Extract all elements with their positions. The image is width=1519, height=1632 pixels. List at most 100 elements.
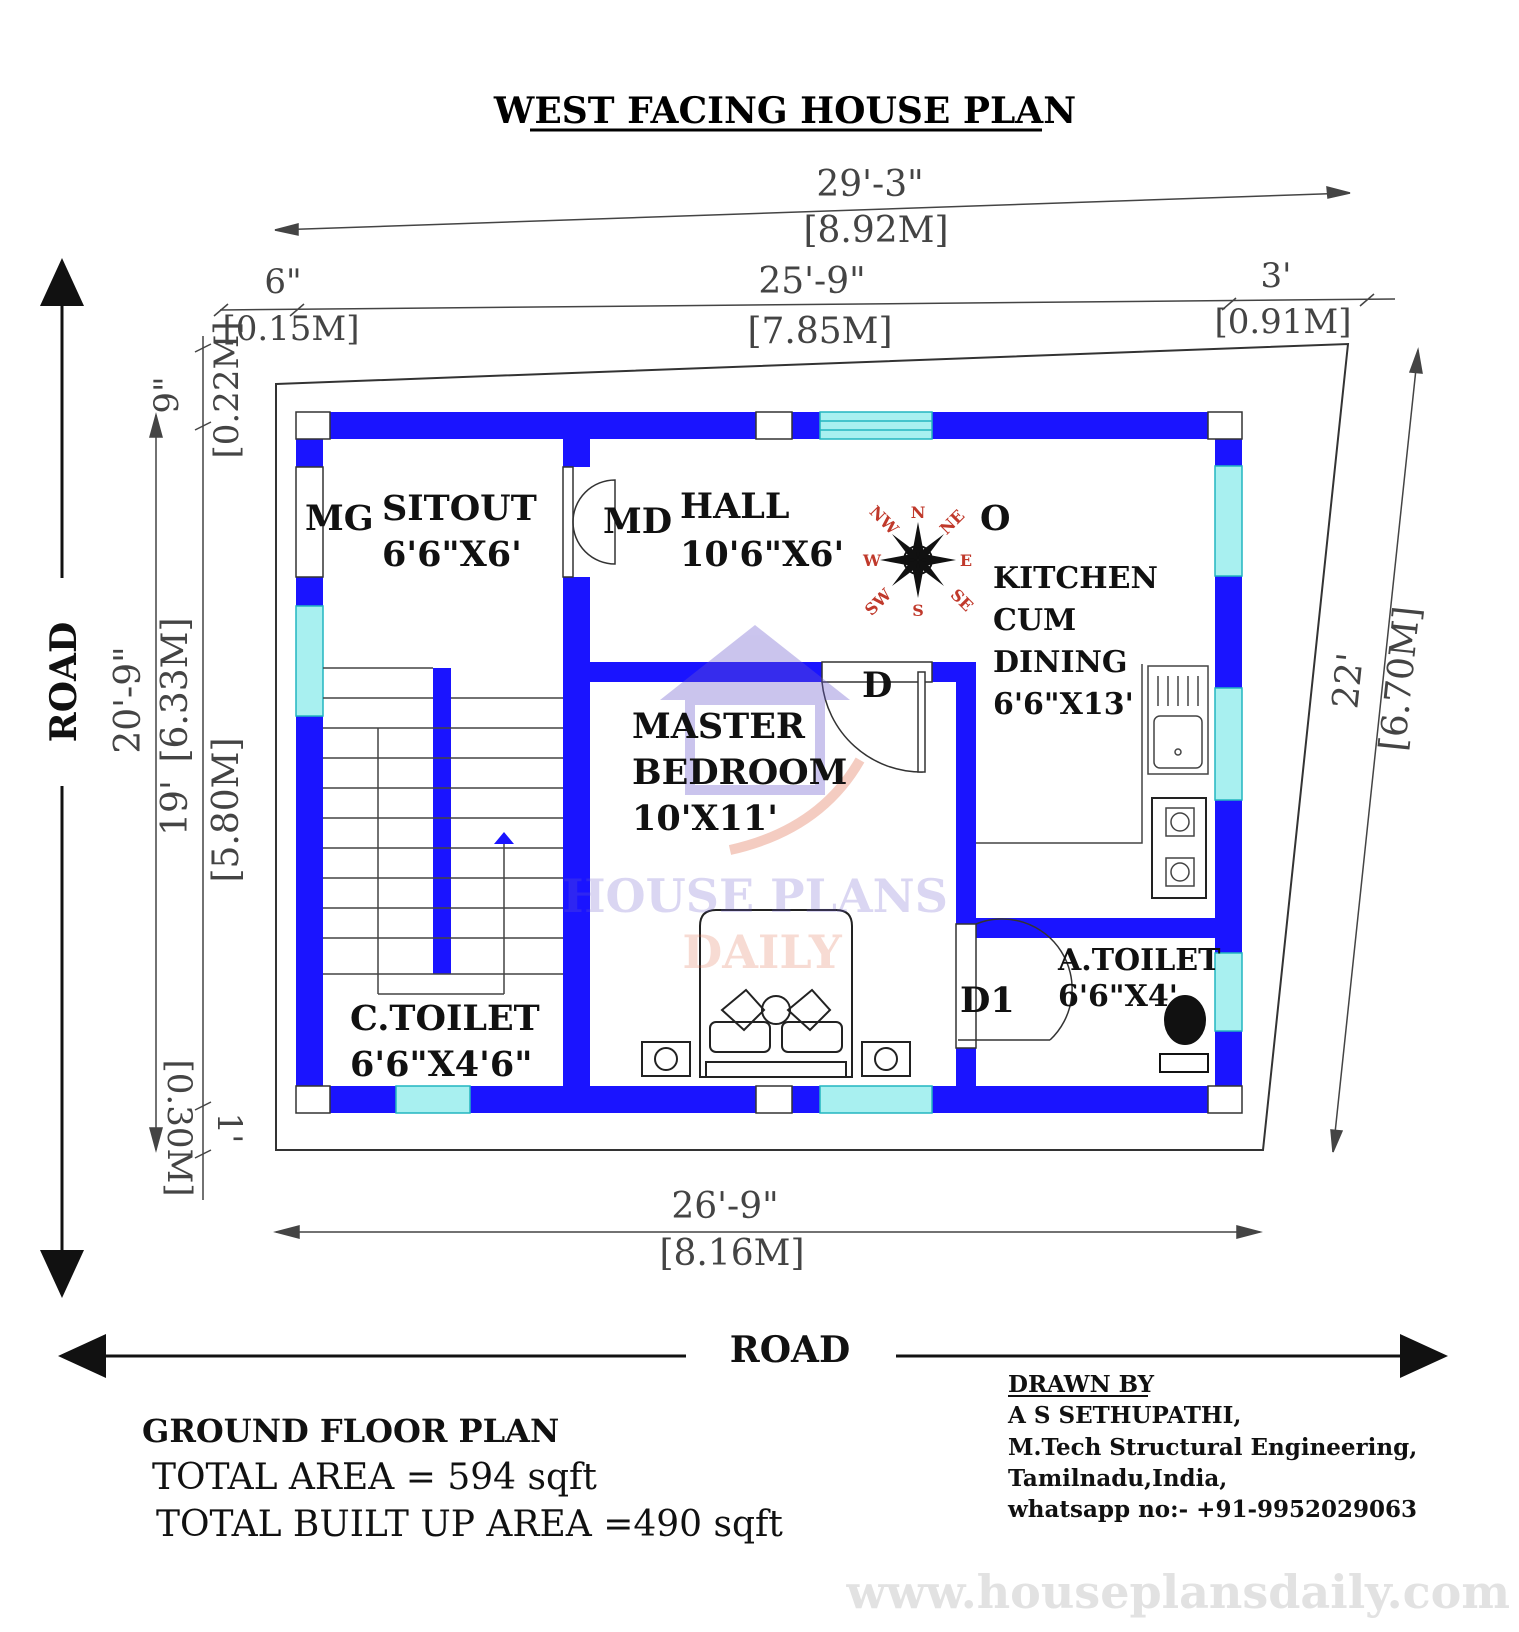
label-hall: HALL xyxy=(680,486,789,527)
total-built-up-area: TOTAL BUILT UP AREA =490 sqft xyxy=(156,1504,783,1545)
arrowhead xyxy=(149,1127,163,1153)
compass-se: SE xyxy=(947,585,977,615)
burner-ring xyxy=(1170,812,1190,832)
road-label-left: ROAD xyxy=(43,622,85,742)
label-sitout: SITOUT xyxy=(382,488,537,529)
sink-drain xyxy=(1174,748,1182,756)
burner-icon xyxy=(1165,807,1195,837)
label-master-2: BEDROOM xyxy=(632,752,847,793)
tick xyxy=(1359,293,1375,307)
burner-ring xyxy=(1170,862,1190,882)
label-d: D xyxy=(862,665,892,706)
main-gate-opening xyxy=(295,466,324,578)
dim-top-right-m: [0.91M] xyxy=(1214,302,1351,342)
window-kitchen-right-1 xyxy=(1214,465,1243,577)
door-opening xyxy=(955,923,977,1049)
stair-center-wall xyxy=(433,668,451,974)
watermark-swoosh xyxy=(728,757,865,855)
road-arrow-right-icon xyxy=(1400,1334,1448,1378)
label-md: MD xyxy=(603,501,672,542)
tick xyxy=(289,303,305,317)
road-label-bottom: ROAD xyxy=(730,1329,850,1371)
label-o: O xyxy=(980,498,1011,539)
dim-bottom: 26'-9" xyxy=(671,1186,778,1227)
compass-needle xyxy=(918,560,944,586)
dim-right-m: [6.70M] xyxy=(1373,604,1429,753)
bed-foot xyxy=(705,1061,847,1078)
dim-left-mid-m: [5.80M] xyxy=(206,737,247,882)
tick xyxy=(213,303,229,317)
website-watermark: www.houseplansdaily.com xyxy=(846,1565,1510,1619)
dim-left-overall-m: [6.33M] xyxy=(155,617,196,762)
bed-icon xyxy=(641,909,911,1078)
dimension-lines xyxy=(149,186,1423,1239)
label-hall-size: 10'6"X6' xyxy=(680,534,844,575)
post xyxy=(1207,1085,1243,1114)
bedroom-door xyxy=(821,661,933,773)
door-swing-top xyxy=(572,479,616,523)
counter-edge xyxy=(976,664,1143,844)
compass-e: E xyxy=(960,551,972,570)
window-hall-top xyxy=(819,411,933,440)
label-mg: MG xyxy=(305,498,374,539)
watermark-roof xyxy=(660,625,850,700)
dim-top-right: 3' xyxy=(1261,256,1292,296)
dim-left-bottom-m: [0.30M] xyxy=(159,1059,199,1196)
dim-top-mid: 25'-9" xyxy=(758,261,865,302)
post xyxy=(295,1085,331,1114)
bottom-road: ROAD xyxy=(58,1329,1448,1378)
tick xyxy=(194,421,212,431)
label-master-1: MASTER xyxy=(632,706,806,747)
label-master-size: 10'X11' xyxy=(632,798,778,839)
road-arrow-down-icon xyxy=(40,1250,84,1298)
arrowhead xyxy=(1330,1129,1344,1153)
door-leaf xyxy=(917,671,926,773)
dim-top-left-m: [0.15M] xyxy=(222,309,359,349)
arrowhead xyxy=(274,223,299,236)
dim-top-mid-m: [7.85M] xyxy=(747,311,892,352)
watermark-logo xyxy=(660,625,865,855)
lamp-icon xyxy=(874,1047,898,1071)
dim-overall-top: 29'-3" xyxy=(816,164,923,205)
left-road: ROAD xyxy=(40,258,85,1298)
door-swing-bottom xyxy=(572,521,616,565)
wall-sitout-hall xyxy=(563,577,590,1086)
compass-needle xyxy=(912,522,924,560)
post xyxy=(1207,411,1243,440)
sink-basin xyxy=(1153,715,1203,769)
credit-degree: M.Tech Structural Engineering, xyxy=(1008,1434,1417,1461)
compass-icon: N S E W NE NW SE SW xyxy=(861,502,977,620)
toilet-door xyxy=(955,918,1073,1049)
compass-needle xyxy=(892,534,918,560)
label-kitchen-2: CUM xyxy=(993,603,1076,638)
staircase xyxy=(323,667,563,995)
watermark-house xyxy=(685,695,825,795)
pillow-icon xyxy=(786,988,832,1032)
area-info: GROUND FLOOR PLAN TOTAL AREA = 594 sqft … xyxy=(142,1412,783,1545)
dim-left-top-m: [0.22M] xyxy=(207,321,247,458)
dim-left-bottom: 1' xyxy=(209,1113,249,1144)
label-kitchen-1: KITCHEN xyxy=(993,561,1158,596)
dim-left-top: 9" xyxy=(147,376,187,413)
compass-sw: SW xyxy=(861,584,896,619)
arrowhead xyxy=(1326,186,1351,199)
compass-nw: NW xyxy=(866,502,903,539)
compass-w: W xyxy=(862,551,882,570)
compass-ring xyxy=(903,545,933,575)
compass-s: S xyxy=(912,601,924,620)
wall-bedroom-kitchen xyxy=(956,662,976,924)
wc-bowl xyxy=(1164,995,1206,1045)
label-kitchen-size: 6'6"X13' xyxy=(993,687,1134,722)
credit-place: Tamilnadu,India, xyxy=(1008,1465,1227,1492)
tick xyxy=(1221,297,1237,311)
stair-arrow-icon xyxy=(494,832,514,844)
label-d1: D1 xyxy=(960,980,1015,1021)
road-arrow-left-icon xyxy=(58,1334,106,1378)
tick xyxy=(194,1101,212,1111)
pillow-icon xyxy=(709,1021,771,1053)
plot-boundary xyxy=(275,342,1350,1151)
wall-hall-bedroom xyxy=(590,662,822,682)
compass-n: N xyxy=(911,503,926,522)
arrowhead xyxy=(149,412,163,438)
